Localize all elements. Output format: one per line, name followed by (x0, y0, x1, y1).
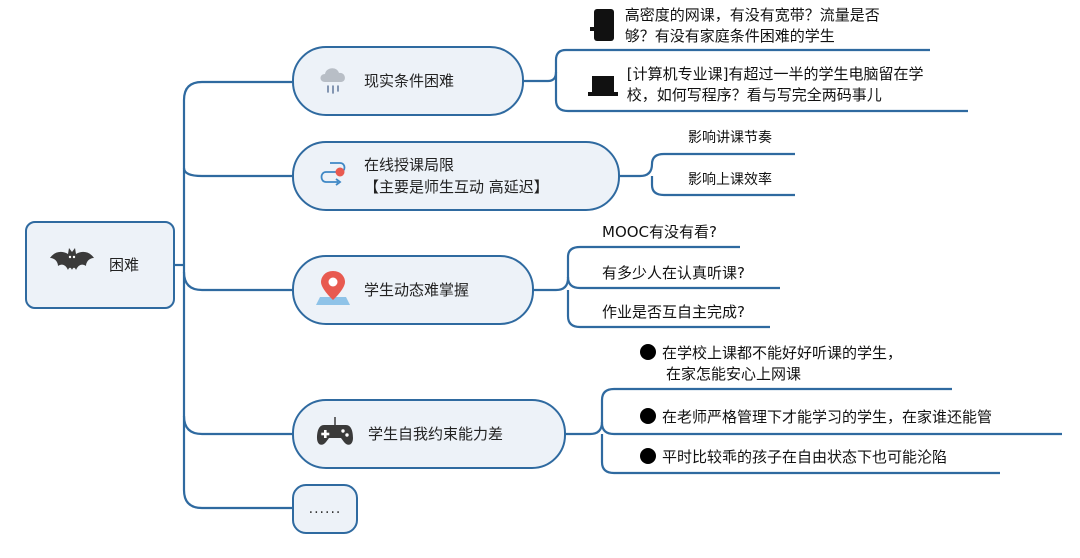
branch-node-self-discipline[interactable]: 学生自我约束能力差 (292, 399, 566, 469)
leaf-homework[interactable]: 作业是否互自主完成? (602, 303, 745, 321)
branch-node-conditions[interactable]: 现实条件困难 (292, 46, 524, 116)
cloud-rain-icon (316, 62, 350, 100)
leaf-bandwidth[interactable]: 高密度的网课，有没有宽带？流量是否 够？有没有家庭条件困难的学生 (590, 5, 880, 47)
leaf-strict-teacher[interactable]: 在老师严格管理下才能学习的学生，在家谁还能管 (640, 407, 992, 428)
bullet-icon (640, 344, 656, 360)
bullet-icon (640, 408, 656, 424)
branch-node-more[interactable]: ...... (292, 484, 358, 534)
root-spine (182, 80, 292, 510)
phone-icon (590, 7, 616, 43)
branch-label-line1: 在线授课局限 (364, 156, 455, 174)
branch-label: 学生自我约束能力差 (368, 425, 504, 443)
root-node[interactable]: 困难 (25, 221, 175, 309)
link-b2 (182, 167, 292, 178)
root-label: 困难 (109, 256, 140, 274)
leaf-listening[interactable]: 有多少人在认真听课? (602, 264, 745, 282)
laptop-icon (588, 66, 618, 98)
leaf-computer[interactable]: [计算机专业课]有超过一半的学生电脑留在学 校，如何写程序？看与写完全两码事儿 (588, 64, 924, 106)
gamepad-icon (316, 415, 354, 453)
leaf-mooc[interactable]: MOOC有没有看? (602, 223, 717, 241)
route-icon (316, 157, 350, 195)
branch-label-ellipsis: ...... (308, 501, 342, 517)
map-pin-icon (316, 269, 350, 311)
branch-node-online-limits[interactable]: 在线授课局限 【主要是师生互动 高延迟】 (292, 141, 620, 211)
branch-node-student-status[interactable]: 学生动态难掌握 (292, 255, 534, 325)
leaf-class-efficiency[interactable]: 影响上课效率 (688, 172, 772, 188)
branch-label: 现实条件困难 (364, 72, 455, 90)
leaf-well-behaved[interactable]: 平时比较乖的孩子在自由状态下也可能沦陷 (640, 447, 947, 468)
link-b4 (182, 415, 292, 436)
leaf-lecture-pace[interactable]: 影响讲课节奏 (688, 130, 772, 146)
bullet-icon (640, 448, 656, 464)
branch-label: 学生动态难掌握 (364, 281, 470, 299)
branch-label-line2: 【主要是师生互动 高延迟】 (364, 178, 549, 196)
leaf-school-students[interactable]: 在学校上课都不能好好听课的学生， 在家怎能安心上网课 (640, 343, 902, 385)
bat-icon (49, 246, 95, 284)
link-b3 (182, 271, 292, 292)
